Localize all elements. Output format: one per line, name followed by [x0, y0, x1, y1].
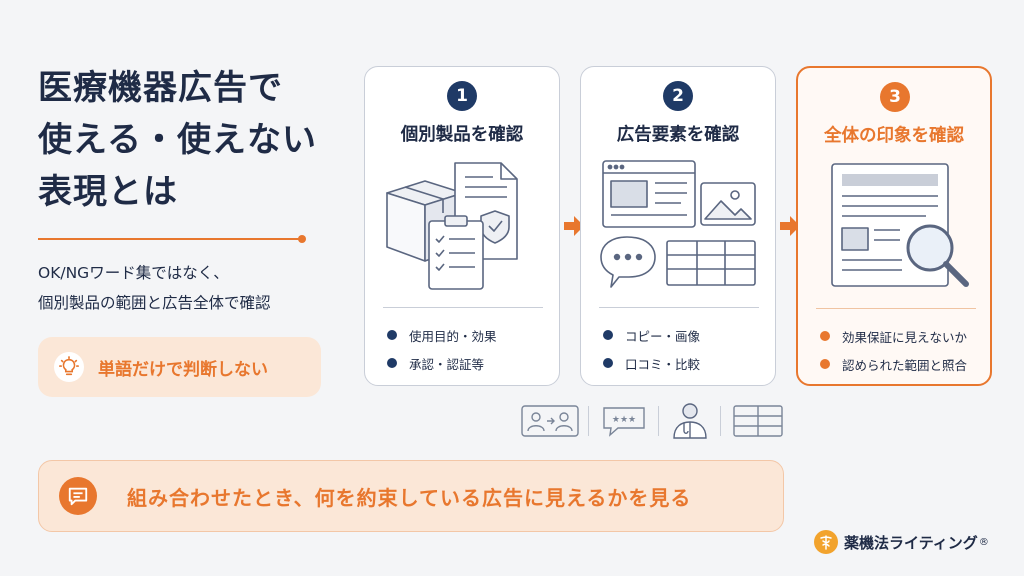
step-card-3: 3 全体の印象を確認 効果保証に見えないか 認められた範囲と照合	[796, 66, 992, 386]
card-divider	[816, 308, 976, 309]
chat-icon	[59, 477, 97, 515]
ad-elements-icon	[600, 160, 756, 288]
lightbulb-icon	[54, 352, 84, 382]
bullet-dot	[387, 358, 397, 368]
bullet-item: 承認・認証等	[387, 349, 497, 377]
bullet-text: 認められた範囲と照合	[842, 357, 968, 373]
brand-name: 薬機法ライティング	[844, 533, 978, 552]
mini-separator	[658, 406, 659, 436]
step-number-2: 2	[663, 81, 693, 111]
comparison-table-icon	[733, 405, 783, 437]
title-line-1: 医療機器広告で	[38, 68, 283, 108]
bullet-item: 口コミ・比較	[603, 349, 700, 377]
bullet-dot	[820, 331, 830, 341]
tip-text: 単語だけで判断しない	[98, 359, 268, 380]
bullet-item: コピー・画像	[603, 321, 700, 349]
step-title-3: 全体の印象を確認	[824, 126, 964, 146]
title-divider	[38, 238, 300, 240]
caduceus-icon	[814, 530, 838, 554]
product-documents-icon	[386, 162, 518, 290]
tip-pill: 単語だけで判断しない	[38, 337, 321, 397]
step-number-1: 1	[447, 81, 477, 111]
step-bullets-3: 効果保証に見えないか 認められた範囲と照合	[820, 322, 967, 378]
title-line-2: 使える・使えない	[38, 120, 317, 160]
title-line-3: 表現とは	[38, 172, 178, 212]
card-divider	[383, 307, 543, 308]
bullet-text: 使用目的・効果	[409, 328, 497, 344]
bullet-dot	[603, 330, 613, 340]
bullet-text: 口コミ・比較	[625, 356, 701, 372]
bullet-item: 使用目的・効果	[387, 321, 497, 349]
bullet-text: 効果保証に見えないか	[842, 329, 968, 345]
key-message-banner: 組み合わせたとき、何を約束している広告に見えるかを見る	[38, 460, 784, 532]
mini-separator	[588, 406, 589, 436]
bullet-item: 認められた範囲と照合	[820, 350, 967, 378]
step-bullets-2: コピー・画像 口コミ・比較	[603, 321, 700, 377]
registered-mark: ®	[978, 536, 989, 548]
bullet-item: 効果保証に見えないか	[820, 322, 967, 350]
card-divider	[599, 307, 759, 308]
bullet-text: 承認・認証等	[409, 356, 485, 372]
step-card-1: 1 個別製品を確認 使用目的・効果 承認・認証等	[364, 66, 560, 386]
subtitle: OK/NGワード集ではなく、 個別製品の範囲と広告全体で確認	[38, 258, 358, 318]
review-stars-icon: ★★★	[603, 407, 645, 437]
svg-text:★★★: ★★★	[612, 415, 636, 425]
mini-icon-row: ★★★	[520, 400, 788, 442]
step-title-1: 個別製品を確認	[400, 125, 524, 145]
step-bullets-1: 使用目的・効果 承認・認証等	[387, 321, 497, 377]
step-card-2: 2 広告要素を確認 コピー・画像 口コミ・比較	[580, 66, 776, 386]
bullet-dot	[603, 358, 613, 368]
bullet-dot	[820, 359, 830, 369]
bullet-text: コピー・画像	[625, 328, 701, 344]
mini-separator	[720, 406, 721, 436]
subtitle-line-2: 個別製品の範囲と広告全体で確認	[38, 294, 271, 312]
arrow-right-icon	[564, 216, 584, 236]
bullet-dot	[387, 330, 397, 340]
step-number-3: 3	[880, 82, 910, 112]
brand-logo: 薬機法ライティング ®	[814, 528, 989, 556]
doctor-icon	[673, 403, 707, 439]
page-title: 医療機器広告で 使える・使えない 表現とは	[38, 62, 358, 218]
step-title-2: 広告要素を確認	[616, 125, 740, 145]
subtitle-line-1: OK/NGワード集ではなく、	[38, 264, 229, 282]
before-after-icon	[521, 405, 579, 437]
arrow-right-icon	[780, 216, 800, 236]
document-magnifier-icon	[831, 163, 969, 287]
key-message-text: 組み合わせたとき、何を約束している広告に見えるかを見る	[127, 485, 692, 510]
title-divider-dot	[298, 235, 306, 243]
